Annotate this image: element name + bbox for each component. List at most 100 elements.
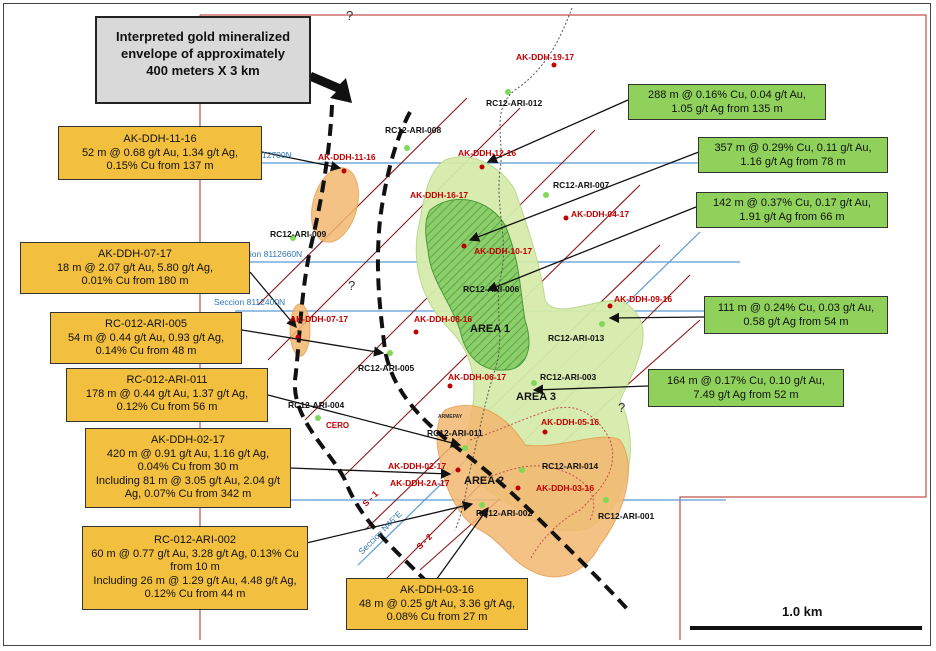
box-line: 178 m @ 0.44 g/t Au, 1.37 g/t Ag, — [85, 387, 249, 400]
box-line: 0.15% Cu from 137 m — [106, 160, 214, 172]
label-ari002: RC12-ARI-002 — [476, 508, 532, 518]
box-line: 0.01% Cu from 180 m — [81, 275, 189, 287]
box-line: 7.49 g/t Ag from 52 m — [693, 388, 799, 401]
label-ddh04: AK-DDH-04-17 — [571, 209, 629, 219]
box-line: 0.08% Cu from 27 m — [386, 611, 488, 623]
leader-arrows — [241, 99, 705, 581]
label-ari009: RC12-ARI-009 — [270, 229, 326, 239]
callout-line-2: envelope of approximately — [121, 46, 285, 61]
callout-arrow — [308, 72, 352, 103]
label-ari011: RC12-ARI-011 — [427, 428, 483, 438]
box-line: 0.12% Cu from 56 m — [116, 401, 218, 413]
scale-label: 1.0 km — [782, 604, 823, 619]
box-line: 48 m @ 0.25 g/t Au, 3.36 g/t Ag, — [358, 597, 516, 610]
label-ddh11: AK-DDH-11-16 — [318, 152, 376, 162]
label-sec0: 12700N — [262, 150, 292, 160]
box-line: 0.04% Cu from 30 m — [137, 461, 239, 473]
callout-line-1: Interpreted gold mineralized — [115, 29, 291, 44]
label-area1: AREA 1 — [470, 323, 510, 335]
label-s1: S - 1 — [360, 488, 380, 508]
label-ddh12: AK-DDH-12-16 — [458, 148, 516, 158]
box-line: 111 m @ 0.24% Cu, 0.03 g/t Au, — [717, 302, 875, 314]
area1-hatched-zone — [425, 198, 530, 371]
envelope-boundaries — [292, 104, 632, 614]
label-ari007: RC12-ARI-007 — [553, 180, 609, 190]
map-labels: AK-DDH-19-17 RC12-ARI-012 RC12-ARI-008 A… — [214, 8, 672, 556]
label-q1: ? — [348, 278, 355, 293]
label-ddh16: AK-DDH-16-17 — [410, 190, 468, 200]
box-green-ddh-16-17: 357 m @ 0.29% Cu, 0.11 g/t Au, 1.16 g/t … — [698, 137, 888, 173]
box-line: 142 m @ 0.37% Cu, 0.17 g/t Au, — [713, 197, 871, 209]
label-ari003: RC12-ARI-003 — [540, 372, 596, 382]
box-line: 54 m @ 0.44 g/t Au, 0.93 g/t Ag, — [67, 331, 225, 344]
box-line: 52 m @ 0.68 g/t Au, 1.34 g/t Ag, — [81, 146, 239, 159]
label-q3: ? — [618, 400, 625, 415]
box-line: 18 m @ 2.07 g/t Au, 5.80 g/t Ag, — [56, 261, 214, 274]
box-line: 0.58 g/t Ag from 54 m — [743, 315, 849, 328]
drill-points-red — [295, 62, 613, 491]
label-ddh19: AK-DDH-19-17 — [516, 52, 574, 62]
box-green-ari-013: 111 m @ 0.24% Cu, 0.03 g/t Au, 0.58 g/t … — [704, 296, 888, 334]
label-ddh03: AK-DDH-03-16 — [536, 483, 594, 493]
box-line: Including 81 m @ 3.05 g/t Au, 2.04 g/t — [95, 474, 281, 487]
box-line: AK-DDH-11-16 — [123, 133, 197, 145]
box-line: Ag, 0.07% Cu from 342 m — [124, 488, 252, 500]
box-green-ari-012: 288 m @ 0.16% Cu, 0.04 g/t Au, 1.05 g/t … — [628, 84, 826, 120]
box-green-ari-003: 164 m @ 0.17% Cu, 0.10 g/t Au, 7.49 g/t … — [648, 369, 844, 407]
box-ak-ddh-07-17: AK-DDH-07-17 18 m @ 2.07 g/t Au, 5.80 g/… — [20, 242, 250, 294]
box-ak-ddh-03-16: AK-DDH-03-16 48 m @ 0.25 g/t Au, 3.36 g/… — [346, 578, 528, 630]
interpretation-callout: Interpreted gold mineralized envelope of… — [95, 16, 311, 104]
label-ari006: RC12-ARI-006 — [463, 284, 519, 294]
drill-points-green — [290, 89, 609, 508]
box-line: 0.12% Cu from 44 m — [144, 588, 246, 600]
label-ddh02: AK-DDH-02-17 — [388, 461, 446, 471]
box-rc-012-ari-011: RC-012-ARI-011 178 m @ 0.44 g/t Au, 1.37… — [66, 368, 268, 422]
box-line: 357 m @ 0.29% Cu, 0.11 g/t Au, — [714, 142, 872, 154]
label-sec2: Seccion 8112400N — [214, 297, 285, 307]
label-ari001: RC12-ARI-001 — [598, 511, 654, 521]
label-ari004: RC12-ARI-004 — [288, 400, 344, 410]
label-ari013: RC12-ARI-013 — [548, 333, 604, 343]
box-line: AK-DDH-02-17 — [151, 434, 225, 446]
box-line: RC-012-ARI-002 — [154, 534, 236, 546]
label-ddh07: AK-DDH-07-17 — [290, 314, 348, 324]
label-ari014: RC12-ARI-014 — [542, 461, 598, 471]
box-line: Including 26 m @ 1.29 g/t Au, 4.48 g/t A… — [93, 574, 297, 587]
box-line: RC-012-ARI-011 — [126, 374, 208, 386]
label-cero: CERO — [326, 421, 349, 430]
label-area2: AREA 2 — [464, 475, 504, 487]
label-ddh09: AK-DDH-09-16 — [614, 294, 672, 304]
label-area3: AREA 3 — [516, 391, 556, 403]
box-line: 1.91 g/t Ag from 66 m — [739, 210, 845, 223]
label-sec1: Seccion 8112660N — [231, 249, 302, 259]
box-line: 164 m @ 0.17% Cu, 0.10 g/t Au, — [667, 375, 825, 387]
box-ak-ddh-02-17: AK-DDH-02-17 420 m @ 0.91 g/t Au, 1.16 g… — [85, 428, 291, 508]
label-ddh05: AK-DDH-05-16 — [541, 417, 599, 427]
box-line: 288 m @ 0.16% Cu, 0.04 g/t Au, — [648, 89, 806, 101]
box-rc-012-ari-002: RC-012-ARI-002 60 m @ 0.77 g/t Au, 3.28 … — [82, 526, 308, 610]
box-line: 60 m @ 0.77 g/t Au, 3.28 g/t Ag, 0.13% C… — [91, 547, 299, 560]
callout-line-3: 400 meters X 3 km — [146, 63, 260, 78]
label-ari008: RC12-ARI-008 — [385, 125, 441, 135]
box-line: 1.16 g/t Ag from 78 m — [740, 155, 846, 168]
label-ddh2a: AK-DDH-2A-17 — [390, 478, 450, 488]
scale-bar — [690, 626, 922, 630]
box-line: 1.05 g/t Ag from 135 m — [671, 102, 783, 115]
box-ak-ddh-11-16: AK-DDH-11-16 52 m @ 0.68 g/t Au, 1.34 g/… — [58, 126, 262, 180]
label-ddh06: AK-DDH-06-17 — [448, 372, 506, 382]
label-ddh10: AK-DDH-10-17 — [474, 246, 532, 256]
box-line: AK-DDH-03-16 — [400, 584, 474, 596]
box-line: AK-DDH-07-17 — [98, 248, 172, 260]
box-line: from 10 m — [170, 561, 220, 573]
label-ddh08: AK-DDH-08-16 — [414, 314, 472, 324]
box-rc-012-ari-005: RC-012-ARI-005 54 m @ 0.44 g/t Au, 0.93 … — [50, 312, 242, 364]
box-line: 420 m @ 0.91 g/t Au, 1.16 g/t Ag, — [106, 447, 270, 460]
label-ari005: RC12-ARI-005 — [358, 363, 414, 373]
box-line: 0.14% Cu from 48 m — [95, 345, 197, 357]
box-line: RC-012-ARI-005 — [105, 318, 187, 330]
label-armepay: ARMEPAY — [438, 414, 463, 420]
box-green-ddh-10-17: 142 m @ 0.37% Cu, 0.17 g/t Au, 1.91 g/t … — [696, 192, 888, 228]
label-q2: ? — [346, 8, 353, 23]
figure-frame — [3, 3, 931, 646]
